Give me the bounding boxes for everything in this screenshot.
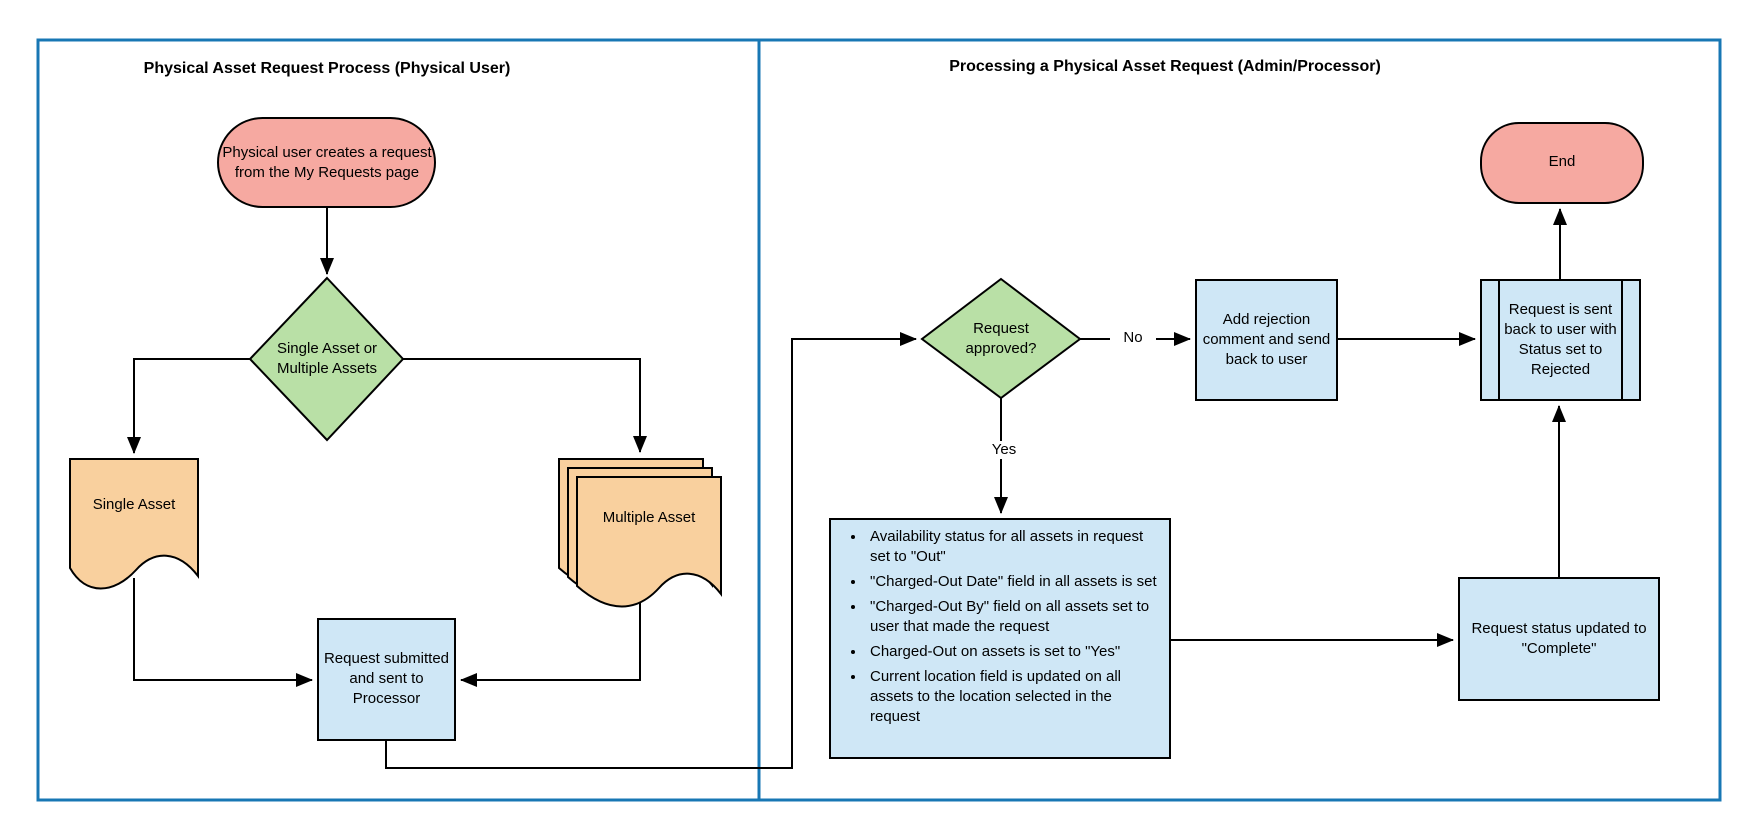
approved-decision-shape (920, 277, 1082, 400)
single-asset-label: Single Asset (92, 496, 176, 513)
start-terminator-shape (217, 117, 436, 208)
edge-decision-to-single (127, 358, 250, 454)
asset-decision-label: Single Asset or Multiple Assets (276, 340, 378, 377)
approved-actions-list: Availability status for all assets in re… (836, 527, 1158, 727)
approved-action-item: Current location field is updated on all… (866, 667, 1158, 727)
end-terminator-shape (1480, 122, 1644, 204)
approved-actions-shape (829, 518, 1171, 759)
multiple-asset-document-front (576, 476, 722, 608)
reject-comment-process-shape (1195, 279, 1338, 401)
multiple-asset-label: Multiple Asset (602, 509, 696, 526)
asset-decision-shape (248, 276, 405, 442)
approved-action-item: Charged-Out on assets is set to "Yes" (866, 642, 1158, 662)
edge-multiple-to-submit (460, 598, 641, 687)
approved-action-item: Availability status for all assets in re… (866, 527, 1158, 567)
complete-process-shape (1458, 577, 1660, 701)
sent-back-label: Request is sent back to user with Status… (1504, 300, 1617, 378)
approved-action-item: "Charged-Out Date" field in all assets i… (866, 572, 1158, 592)
edge-decision-to-multiple (403, 358, 647, 453)
submit-process-label: Request submitted and sent to Processor (323, 650, 450, 707)
end-terminator-label: End (1548, 153, 1576, 170)
sent-back-predefined-shape (1480, 279, 1641, 401)
start-terminator-label: Physical user creates a request from the… (222, 143, 432, 181)
edge-label-yes: Yes (980, 441, 1028, 459)
reject-comment-label: Add rejection comment and send back to u… (1202, 310, 1331, 368)
edge-label-no: No (1110, 329, 1156, 347)
single-asset-document-shape (69, 458, 199, 590)
edge-submit-to-approved (385, 332, 917, 769)
edge-single-to-submit (133, 578, 313, 687)
outer-panel-border (36, 38, 1722, 802)
submit-process-shape (317, 618, 456, 741)
right-panel-title: Processing a Physical Asset Request (Adm… (949, 58, 1381, 75)
complete-process-label: Request status updated to "Complete" (1471, 619, 1647, 657)
left-panel-title: Physical Asset Request Process (Physical… (143, 60, 511, 77)
approved-action-item: "Charged-Out By" field on all assets set… (866, 597, 1158, 637)
approved-decision-label: Request approved? (965, 320, 1037, 357)
